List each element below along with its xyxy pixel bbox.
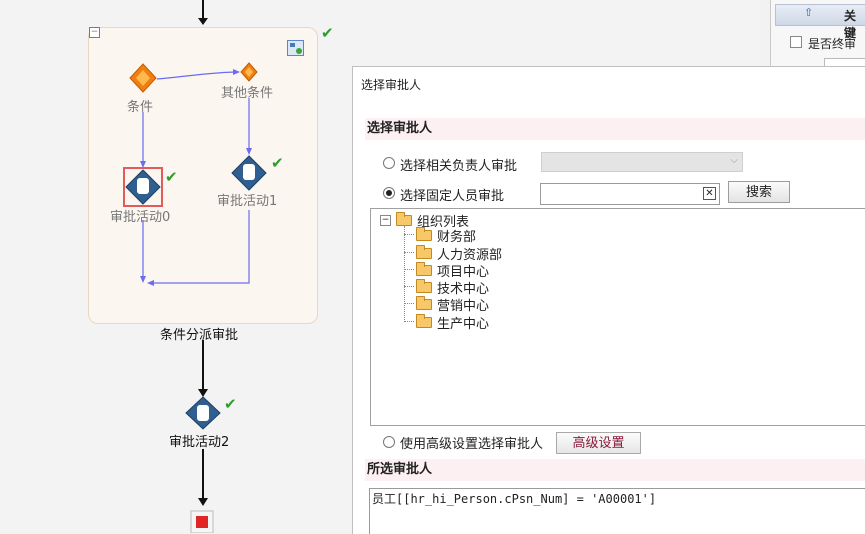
advanced-settings-button[interactable]: 高级设置 — [556, 432, 641, 454]
tree-item[interactable]: 项目中心 — [437, 265, 490, 280]
condition-diamond-icon[interactable] — [129, 63, 157, 93]
tree-branch — [404, 286, 414, 287]
tree-branch — [404, 303, 414, 304]
group-label: 条件分派审批 — [160, 328, 239, 343]
label-fixed-person: 选择固定人员审批 — [400, 189, 505, 204]
workflow-diagram — [123, 62, 267, 533]
selected-approver-value: 员工[[hr_hi_Person.cPsn_Num] = 'A00001'] — [372, 492, 657, 506]
tree-item[interactable]: 营销中心 — [437, 299, 490, 314]
activity0-hand-icon[interactable] — [123, 167, 163, 207]
person-search-input[interactable]: ✕ — [540, 183, 720, 205]
final-approval-checkbox[interactable] — [790, 36, 802, 48]
condition-branch-group[interactable] — [88, 27, 318, 324]
panel-input-edge — [824, 58, 865, 67]
tree-item[interactable]: 生产中心 — [437, 317, 490, 332]
final-approval-label: 是否终审 — [808, 37, 857, 51]
node-label-activity2: 审批活动2 — [169, 435, 230, 450]
tree-item[interactable]: 财务部 — [437, 230, 477, 245]
label-related-responsible: 选择相关负责人审批 — [400, 159, 518, 174]
folder-icon — [396, 212, 412, 226]
radio-fixed-person[interactable] — [383, 187, 395, 199]
group-check-icon: ✔ — [321, 24, 334, 42]
section-selected-approver: 所选审批人 — [365, 459, 865, 481]
folder-icon — [416, 296, 432, 310]
collapse-icon[interactable]: − — [89, 27, 100, 38]
selected-approver-textarea[interactable]: 员工[[hr_hi_Person.cPsn_Num] = 'A00001'] — [369, 488, 865, 534]
flow-line-branch — [156, 71, 239, 80]
end-node-icon[interactable] — [190, 510, 214, 533]
section-select-approver: 选择审批人 — [365, 118, 865, 140]
node-label-activity1: 审批活动1 — [217, 194, 278, 209]
label-advanced: 使用高级设置选择审批人 — [400, 437, 544, 452]
activity2-check-icon: ✔ — [224, 395, 237, 413]
node-label-condition: 条件 — [127, 100, 154, 115]
radio-advanced[interactable] — [383, 436, 395, 448]
chevron-down-icon: ⌵ — [730, 155, 738, 166]
flow-line-top — [202, 0, 204, 20]
properties-panel-header[interactable]: ⇧ 关键 — [775, 4, 865, 40]
tree-item[interactable]: 技术中心 — [437, 282, 490, 297]
node-label-activity0: 审批活动0 — [110, 210, 171, 225]
tree-branch — [404, 252, 414, 253]
activity1-check-icon: ✔ — [271, 154, 284, 172]
folder-icon — [416, 227, 432, 241]
folder-icon — [416, 314, 432, 328]
folder-icon — [416, 245, 432, 259]
responsible-select[interactable]: ⌵ — [541, 152, 743, 172]
node-label-other-condition: 其他条件 — [221, 86, 274, 101]
tree-item[interactable]: 人力资源部 — [437, 248, 503, 263]
org-tree[interactable] — [370, 208, 865, 426]
dialog-title: 选择审批人 — [361, 78, 422, 92]
activity2-hand-icon[interactable] — [185, 396, 221, 430]
folder-icon — [416, 262, 432, 276]
tree-branch — [404, 321, 414, 322]
search-button[interactable]: 搜索 — [728, 181, 790, 203]
folder-icon — [416, 279, 432, 293]
group-settings-icon[interactable] — [287, 40, 304, 56]
clear-icon[interactable]: ✕ — [703, 187, 716, 200]
tree-guide-line — [404, 226, 405, 322]
flow-arrow-top — [198, 18, 208, 25]
radio-related-responsible[interactable] — [383, 157, 395, 169]
tree-collapse-icon[interactable]: − — [380, 215, 391, 226]
tree-root-label[interactable]: 组织列表 — [417, 215, 470, 230]
other-condition-diamond-icon[interactable] — [240, 62, 258, 82]
select-approver-dialog: 选择审批人 选择审批人 选择相关负责人审批 ⌵ 选择固定人员审批 ✕ 搜索 − … — [352, 66, 865, 534]
activity1-hand-icon[interactable] — [231, 155, 267, 191]
tree-branch — [404, 269, 414, 270]
tree-branch — [404, 234, 414, 235]
panel-header-label: 关键 — [844, 9, 857, 40]
collapse-up-icon[interactable]: ⇧ — [804, 6, 814, 19]
activity0-check-icon: ✔ — [165, 168, 178, 186]
